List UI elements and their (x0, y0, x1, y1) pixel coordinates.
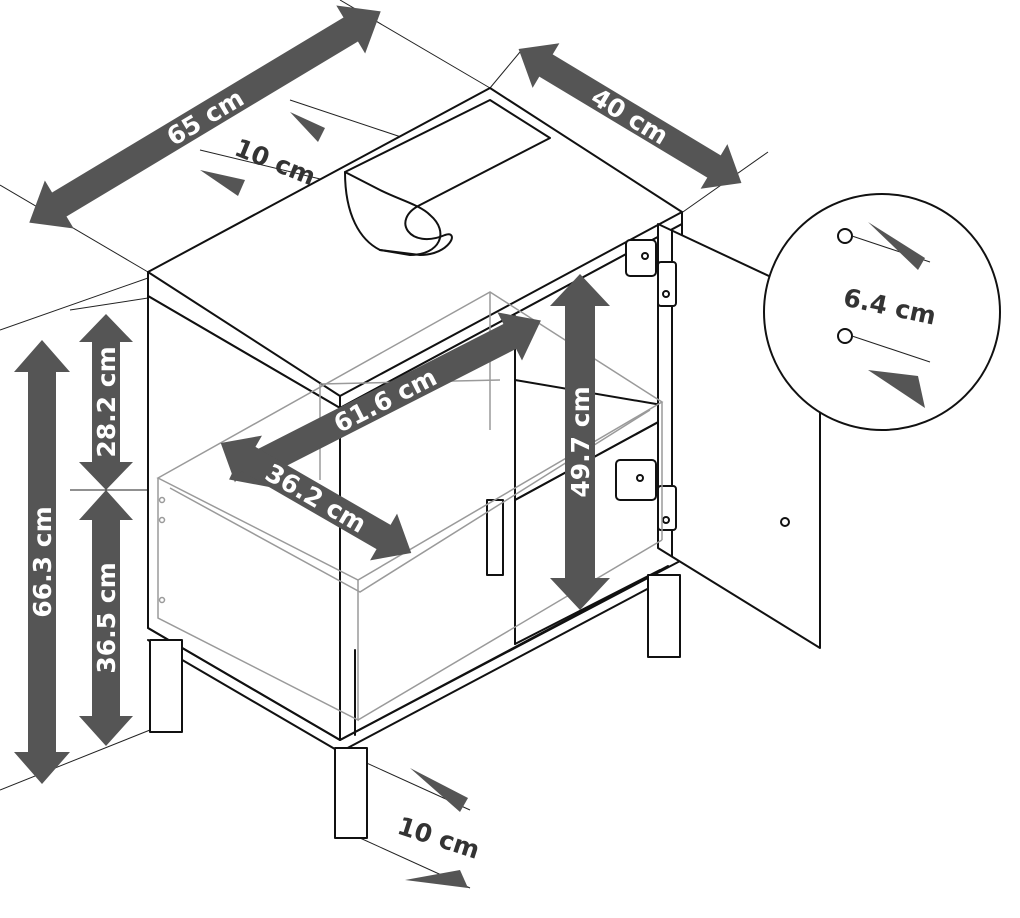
dim-height-upper-28-2: 28.2 cm (79, 314, 133, 490)
dim-height-lower-36-5: 36.5 cm (79, 490, 133, 746)
dim-label: 10 cm (231, 133, 320, 191)
cabinet-legs (149, 499, 681, 839)
dim-label: 10 cm (394, 811, 483, 865)
dim-label: 65 cm (162, 83, 249, 151)
cabinet-body (147, 223, 683, 753)
hinges (615, 239, 677, 531)
dim-label: 28.2 cm (92, 346, 121, 457)
hinge-top (625, 239, 677, 307)
dim-height-66-3: 66.3 cm (14, 340, 70, 784)
dim-label: 40 cm (586, 82, 673, 150)
dimension-arrows: 65 cm 40 cm 10 cm 66.3 cm 28.2 cm 36.5 c… (14, 5, 742, 888)
hinge-spacing-callout: 6.4 cm (763, 193, 1001, 431)
dim-label: 49.7 cm (566, 386, 595, 497)
dim-leg-10: 10 cm (394, 768, 483, 888)
dim-label: 66.3 cm (28, 506, 57, 617)
dim-label: 36.5 cm (92, 562, 121, 673)
dim-inner-height-49-7: 49.7 cm (550, 274, 610, 610)
